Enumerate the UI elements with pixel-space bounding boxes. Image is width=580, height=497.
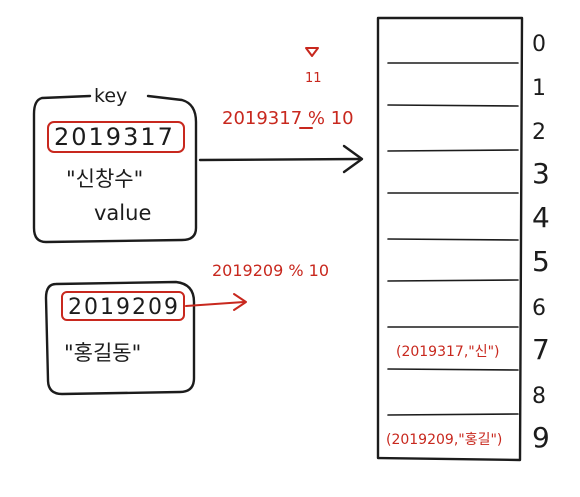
arrow-1-shaft — [198, 157, 362, 162]
slot-index-3: 3 — [532, 157, 550, 190]
record-1-box — [32, 94, 198, 244]
arrow-record-1 — [198, 144, 364, 174]
slot-divider — [387, 413, 519, 416]
slot-entries: (2019317,"신") (2019209,"홍길") — [386, 344, 502, 448]
record-1-value-label: value — [94, 201, 151, 225]
record-1-key-highlight — [47, 121, 185, 153]
hash-expr-2: 2019209 % 10 — [212, 261, 329, 280]
record-2-name: "홍길동" — [64, 341, 141, 365]
slot-index-0: 0 — [532, 32, 546, 57]
arrow-2-head — [233, 293, 247, 311]
hash-table: 0 1 2 3 4 5 6 7 8 9 (2019317,"신") (2019209,"홍길") — [376, 16, 550, 462]
record-2-key: 2019209 — [68, 295, 180, 320]
slot-index-4: 4 — [532, 201, 550, 234]
hash-table-outline — [376, 16, 524, 462]
slot-dividers — [387, 62, 519, 416]
slot-entry-7: (2019317,"신") — [396, 344, 499, 360]
slot-divider — [387, 279, 519, 282]
digit-marker: 11 — [305, 71, 322, 86]
slot-index-1: 1 — [532, 76, 546, 101]
slot-divider — [387, 149, 519, 152]
hash-expr-1: 2019317 % 10 — [222, 108, 354, 129]
arrow-1-head — [342, 144, 364, 174]
slot-index-6: 6 — [532, 296, 546, 321]
record-1-name: "신창수" — [66, 167, 143, 191]
slot-divider — [387, 238, 519, 241]
record-1-header: key — [94, 85, 127, 107]
arrow-record-2 — [185, 293, 247, 311]
record-2: 2019209 "홍길동" — [44, 280, 196, 396]
record-2-box — [44, 280, 196, 396]
record-1: key 2019317 "신창수" value — [32, 85, 198, 244]
slot-index-9: 9 — [532, 421, 550, 454]
slot-index-labels: 0 1 2 3 4 5 6 7 8 9 — [532, 32, 550, 454]
record-2-key-highlight — [61, 291, 185, 321]
record-1-key: 2019317 — [54, 123, 175, 151]
slot-index-2: 2 — [532, 120, 546, 145]
arrow-2-shaft — [185, 301, 245, 307]
hash-annotation-1: 2019317 % 10 11 — [222, 47, 354, 129]
slot-index-7: 7 — [532, 333, 550, 366]
slot-divider — [387, 104, 519, 107]
slot-index-5: 5 — [532, 245, 550, 278]
slot-index-8: 8 — [532, 384, 546, 409]
digit-marker-triangle — [305, 47, 319, 57]
slot-divider — [387, 368, 519, 371]
slot-entry-9: (2019209,"홍길") — [386, 432, 502, 448]
